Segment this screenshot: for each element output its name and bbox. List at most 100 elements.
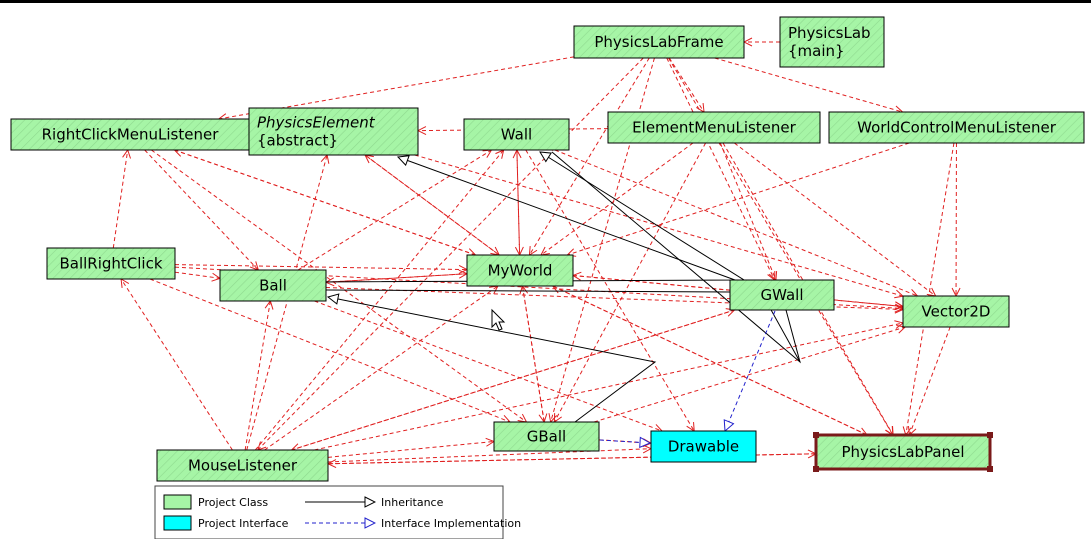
node-wcml[interactable]: WorldControlMenuListener <box>828 111 1085 144</box>
dependency-edge-brc-ball <box>174 271 220 278</box>
legend-interface-swatch <box>163 515 192 531</box>
legend: Project Class Project Interface Inherita… <box>154 485 521 539</box>
dependency-edge-wall-vec <box>554 149 918 296</box>
legend-class-swatch <box>163 494 192 510</box>
node-box-world[interactable] <box>466 254 574 287</box>
node-gball[interactable]: GBall <box>493 421 600 452</box>
node-drawable[interactable]: Drawable <box>650 430 757 463</box>
relationship-edges <box>112 42 956 464</box>
dependency-edge-gwall-vec <box>833 299 903 307</box>
dependency-edge-frame-world <box>529 57 650 255</box>
node-wall[interactable]: Wall <box>463 118 570 151</box>
node-label-gwall: GWall <box>760 286 803 304</box>
dependency-edge-world-ball <box>326 273 468 283</box>
dependency-edge-eml-gball <box>554 142 707 422</box>
implementation-edge-gball <box>599 440 650 443</box>
dependency-edge-wcml-world <box>567 142 910 255</box>
node-label-wcml: WorldControlMenuListener <box>857 119 1057 137</box>
node-label-pe: {abstract} <box>257 132 338 150</box>
node-box-pe[interactable] <box>248 107 419 156</box>
class-nodes: PhysicsLabFrame PhysicsLab{main} RightClic… <box>10 16 1085 482</box>
node-box-vec[interactable] <box>902 295 1010 328</box>
selection-handle[interactable] <box>987 466 993 472</box>
node-box-ball[interactable] <box>219 269 327 302</box>
dependency-edge-mouse-vec <box>314 323 903 451</box>
dependency-edge-brc-gball <box>149 278 510 422</box>
node-vec[interactable]: Vector2D <box>902 295 1010 328</box>
dependency-edge-mouse-brc <box>121 279 233 451</box>
dependency-edge-mouse-wall <box>254 150 503 451</box>
legend-inheritance: Inheritance <box>381 496 444 509</box>
node-label-eml: ElementMenuListener <box>632 119 796 137</box>
node-box-wall[interactable] <box>463 118 570 151</box>
node-label-ball: Ball <box>259 277 287 295</box>
node-main[interactable]: PhysicsLab{main} <box>779 16 885 68</box>
legend-project-class: Project Class <box>198 496 268 509</box>
node-world[interactable]: MyWorld <box>466 254 574 287</box>
dependency-edge-world-gball <box>521 285 544 422</box>
dependency-edge-frame-wcml <box>714 57 903 112</box>
node-frame[interactable]: PhysicsLabFrame <box>573 25 745 59</box>
dependency-edge-eml-gwall <box>719 142 776 280</box>
node-label-main: {main} <box>788 42 845 60</box>
node-brc[interactable]: BallRightClick <box>46 247 176 280</box>
dependency-edge-ball-wall <box>297 150 492 271</box>
inheritance-edge-gwall-wall-2 <box>551 151 801 364</box>
node-box-gwall[interactable] <box>729 279 835 311</box>
node-label-mouse: MouseListener <box>188 457 298 475</box>
node-ball[interactable]: Ball <box>219 269 327 302</box>
node-label-rcml: RightClickMenuListener <box>42 126 220 144</box>
node-label-brc: BallRightClick <box>59 255 162 273</box>
dependency-edge-gball-world <box>522 286 545 423</box>
dependency-edge-gball-vec <box>593 327 905 423</box>
node-box-brc[interactable] <box>46 247 176 280</box>
implementation-edge-gwall <box>725 310 776 431</box>
node-label-drawable: Drawable <box>668 438 739 456</box>
node-box-mouse[interactable] <box>156 449 329 482</box>
dependency-edge-mouse-world <box>264 286 498 451</box>
node-label-panel: PhysicsLabPanel <box>841 443 964 461</box>
dependency-edge-eml-world <box>541 142 694 255</box>
node-gwall[interactable]: GWall <box>729 279 835 311</box>
mouse-pointer-icon <box>491 308 506 331</box>
dependency-edge-frame-mouse <box>258 57 644 450</box>
node-label-wall: Wall <box>501 126 532 144</box>
node-label-main: PhysicsLab <box>788 24 871 42</box>
legend-project-interface: Project Interface <box>198 517 289 530</box>
dependency-edge-panel-world <box>553 286 868 436</box>
dependency-edge-frame-eml <box>668 57 704 112</box>
dependency-edge-wcml-panel <box>906 142 955 435</box>
node-eml[interactable]: ElementMenuListener <box>607 111 821 144</box>
top-border <box>0 0 1091 3</box>
node-label-gball: GBall <box>527 428 566 446</box>
node-label-frame: PhysicsLabFrame <box>594 33 723 51</box>
node-label-vec: Vector2D <box>922 303 991 321</box>
node-box-wcml[interactable] <box>828 111 1085 144</box>
selection-handle[interactable] <box>813 466 819 472</box>
node-mouse[interactable]: MouseListener <box>156 449 329 482</box>
selection-handle[interactable] <box>987 432 993 438</box>
dependency-edge-panel-mouse <box>328 453 817 464</box>
node-rcml[interactable]: RightClickMenuListener <box>10 118 250 151</box>
node-box-drawable[interactable] <box>650 430 757 463</box>
node-box-main[interactable] <box>779 16 885 68</box>
dependency-edge-ball-drawable <box>314 300 662 431</box>
dependency-edge-brc-rcml <box>112 150 127 249</box>
node-label-pe: PhysicsElement <box>257 114 376 132</box>
node-label-world: MyWorld <box>488 262 553 280</box>
dependency-edge-ball-vec <box>325 287 903 310</box>
dependency-edge-pe-vec <box>414 154 903 296</box>
dependency-edge-vec-panel <box>909 326 951 435</box>
node-box-frame[interactable] <box>573 25 745 59</box>
inheritance-edge-ball-line <box>325 289 731 293</box>
node-box-gball[interactable] <box>493 421 600 452</box>
node-pe[interactable]: PhysicsElement{abstract} <box>248 107 419 156</box>
node-panel[interactable]: PhysicsLabPanel <box>813 432 993 472</box>
selection-handle[interactable] <box>813 432 819 438</box>
node-box-panel[interactable] <box>814 433 992 471</box>
node-box-eml[interactable] <box>607 111 821 144</box>
dependency-edge-mouse-gball <box>327 442 494 458</box>
inheritance-edge-gwall-to-wall <box>540 152 801 363</box>
dependency-edge-eml-pe <box>418 129 609 131</box>
